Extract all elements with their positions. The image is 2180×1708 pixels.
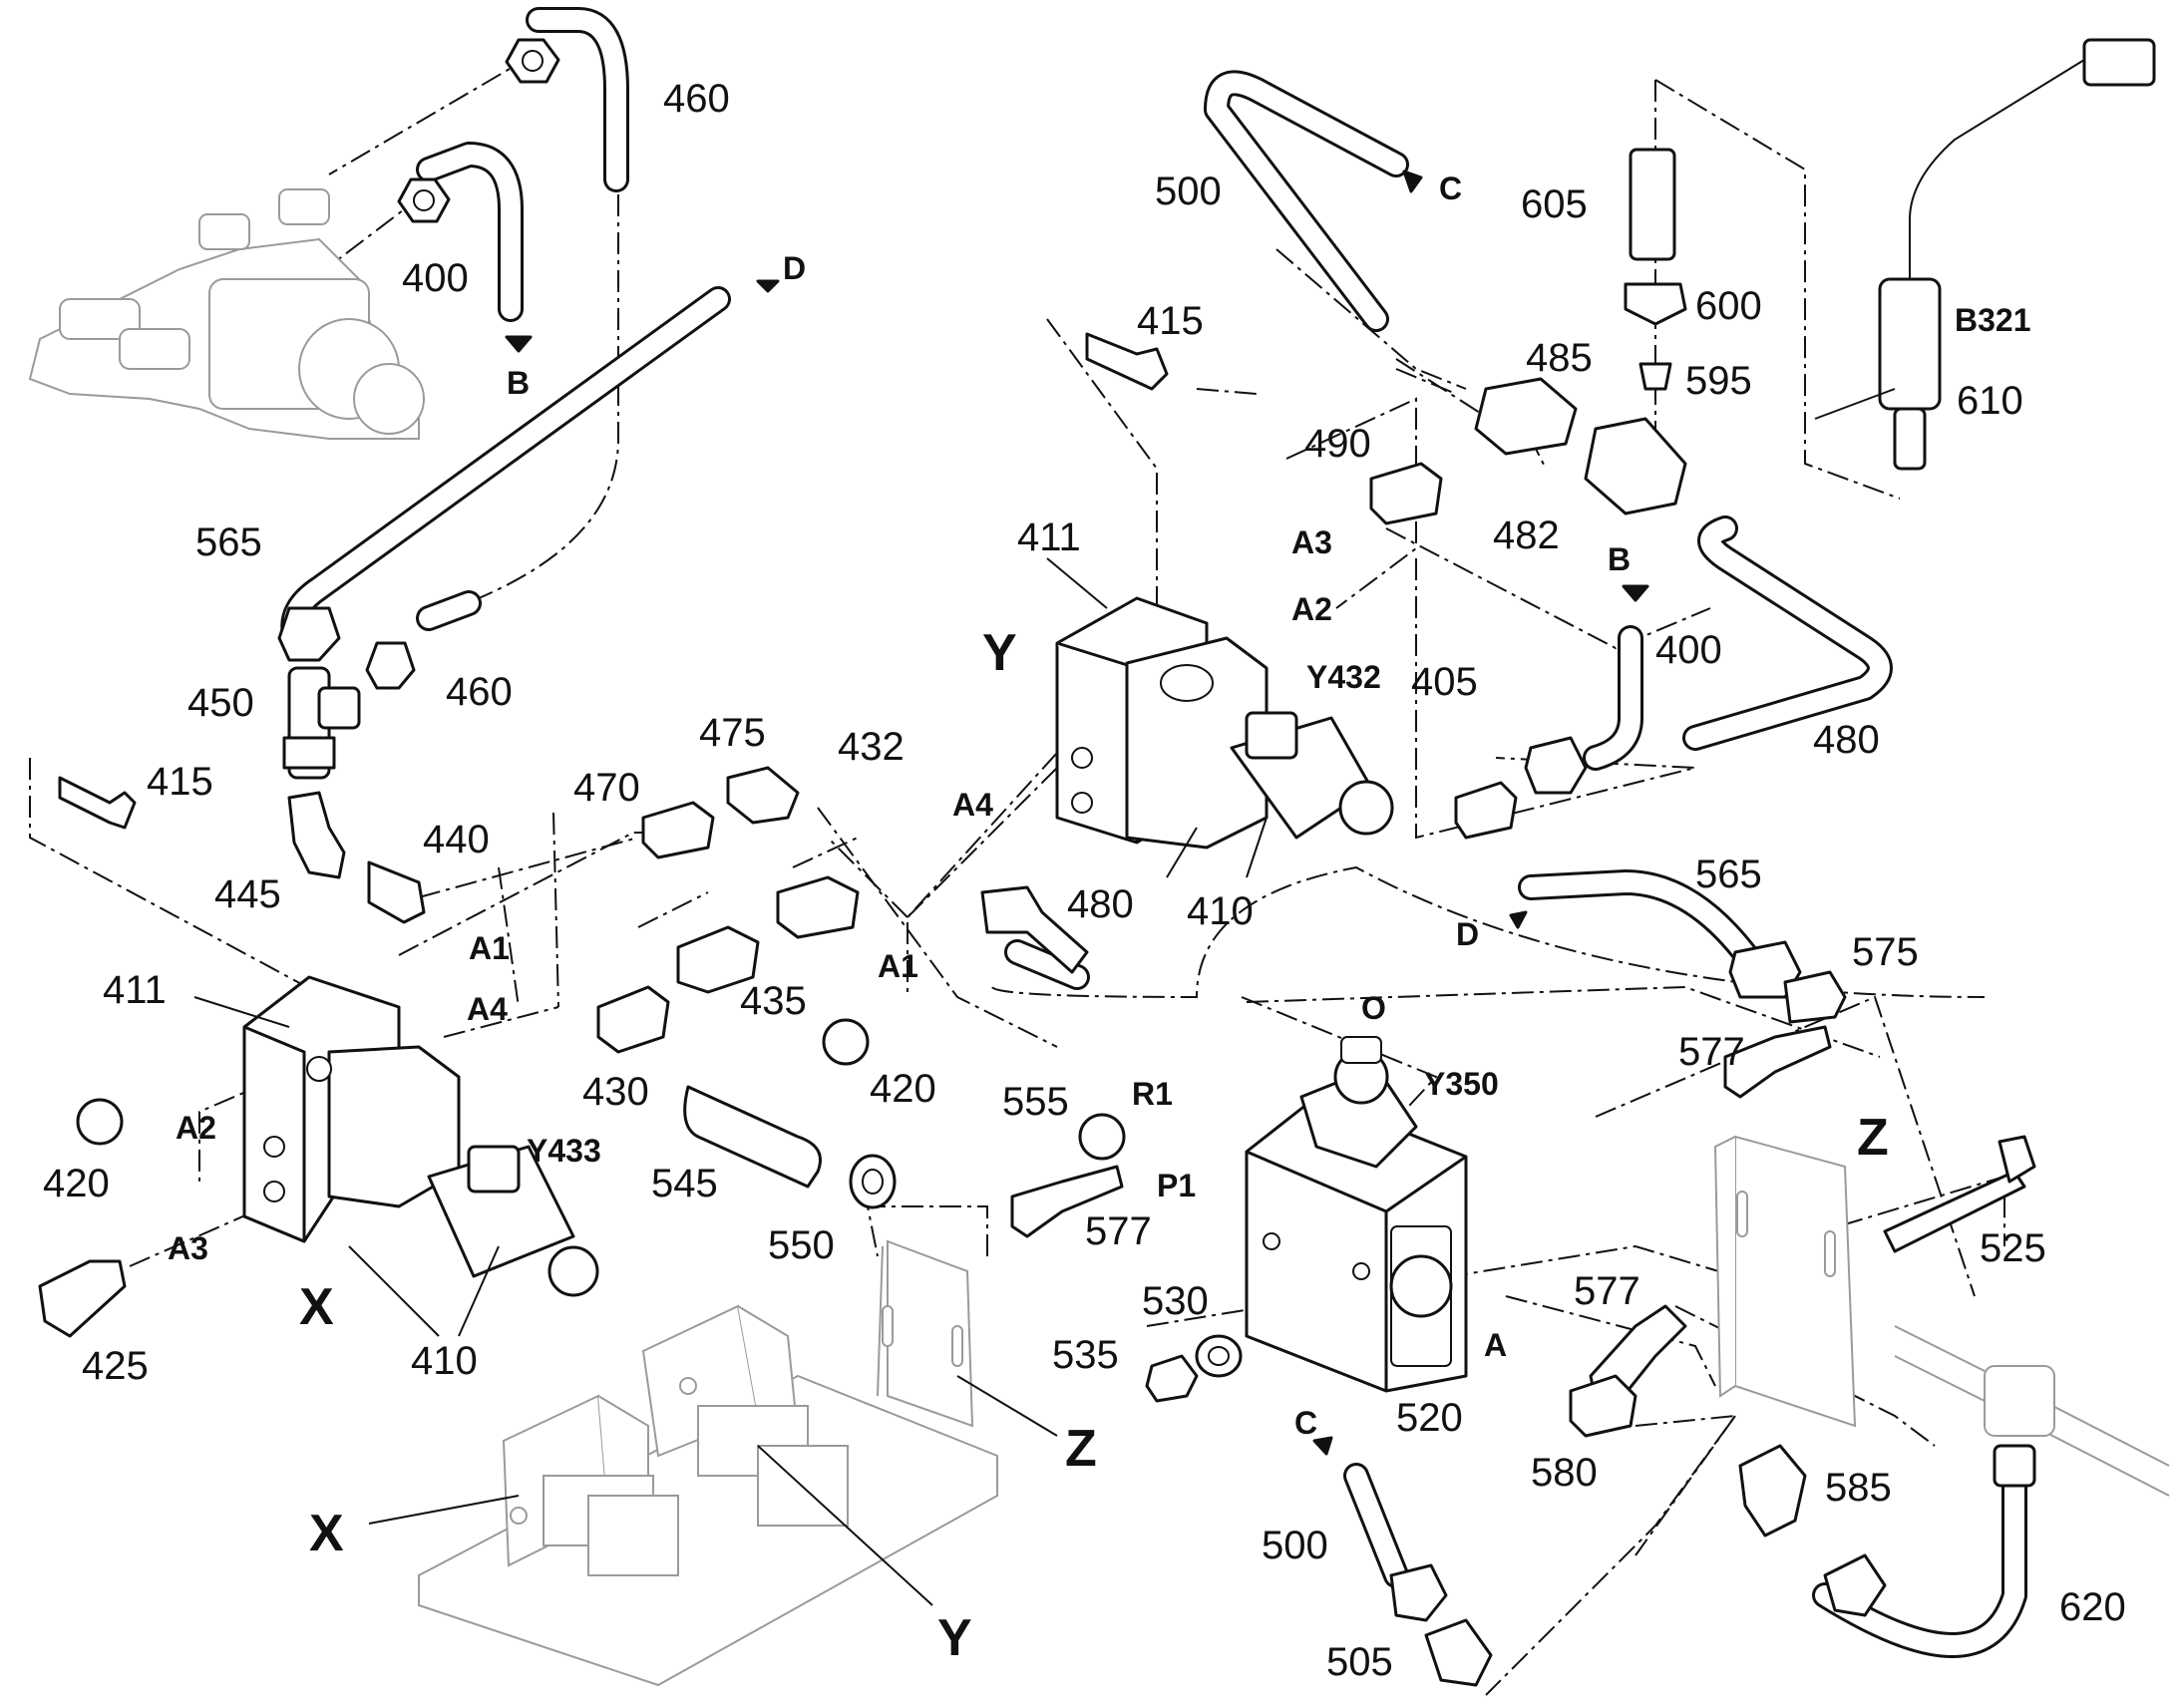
label-y433: Y433 [527,1133,601,1169]
arrow-label-d-upper: D [783,250,806,286]
label-420-left: 420 [43,1162,110,1205]
label-430: 430 [582,1070,649,1114]
arrow-label-b-left: B [507,365,530,401]
label-520: 520 [1396,1396,1463,1440]
label-475: 475 [699,711,766,755]
port-label-a4-right: A4 [952,787,993,823]
label-550: 550 [768,1223,835,1267]
label-565-right: 565 [1695,853,1762,896]
ghost-bracket-bottom [877,1239,974,1428]
arrow-label-c-lower: C [1294,1405,1317,1441]
label-y350: Y350 [1424,1066,1499,1102]
label-470: 470 [573,766,640,810]
label-432: 432 [838,725,905,769]
label-605: 605 [1521,182,1588,226]
leader-lines [29,54,2005,1696]
part-number-labels: 460 400 565 460 450 415 445 440 470 475 … [43,77,2126,1684]
parts [38,38,2156,1687]
arrow-label-d-lower: D [1456,916,1479,952]
label-482: 482 [1493,513,1560,557]
label-530: 530 [1142,1279,1209,1323]
label-445: 445 [214,872,281,916]
label-600: 600 [1695,284,1762,328]
valve-assembly-520 [1245,1036,1468,1393]
label-411-left: 411 [103,968,167,1012]
label-b321: B321 [1955,302,2031,338]
label-490: 490 [1304,422,1371,466]
assembly-label-y: Y [982,624,1017,682]
label-460-lower: 460 [446,670,513,714]
valve-assembly-y [1055,596,1394,850]
label-415-right: 415 [1137,299,1204,343]
port-label-a4-left: A4 [467,991,508,1027]
label-500-upper: 500 [1155,170,1222,213]
label-405: 405 [1411,660,1478,704]
ghost-valve-assembly [28,188,425,440]
port-label-a3-right: A3 [1291,524,1332,560]
port-label-a1-right: A1 [878,948,918,984]
valve-assembly-x [242,975,599,1297]
label-500-lower: 500 [1262,1524,1328,1567]
port-label-r1: R1 [1132,1076,1173,1112]
label-480-right: 480 [1813,718,1880,762]
label-411-right: 411 [1017,515,1081,559]
overview-label-x: X [309,1505,344,1562]
label-505: 505 [1326,1640,1393,1684]
ghost-bracket-z [1713,1135,1857,1428]
overview-label-z: Z [1065,1420,1097,1478]
label-425: 425 [82,1344,149,1388]
label-450: 450 [187,681,254,725]
port-label-a2-left: A2 [176,1110,216,1146]
port-label-o: O [1361,990,1386,1026]
arrow-label-b-right: B [1608,541,1631,577]
port-label-a2-right: A2 [1291,591,1332,627]
label-485: 485 [1526,336,1593,380]
label-577-right-lower: 577 [1574,1269,1640,1313]
label-585: 585 [1825,1466,1892,1510]
flow-arrows [505,170,1649,1456]
label-460-upper: 460 [663,77,730,121]
label-545: 545 [651,1162,718,1205]
port-labels: A1 A4 A2 A3 A3 A2 A4 A1 R1 P1 O A B B C … [168,171,1631,1441]
arrow-label-c-upper: C [1439,171,1462,206]
label-610: 610 [1957,379,2023,423]
label-420-center: 420 [870,1067,936,1111]
label-620: 620 [2059,1585,2126,1629]
component-labels: Y432 Y433 Y350 B321 [527,302,2031,1169]
ghost-tee-620 [1894,1325,2170,1497]
label-440: 440 [423,818,490,861]
label-565-left: 565 [195,520,262,564]
assembly-label-x: X [299,1278,334,1336]
assembly-labels: X Y Z X Y Z [299,624,1889,1667]
label-410-left: 410 [411,1339,478,1383]
overview-label-y: Y [937,1609,972,1667]
label-410-right: 410 [1187,889,1254,933]
overview-leaders [193,388,1896,1606]
label-535: 535 [1052,1333,1119,1377]
assembly-label-z: Z [1857,1109,1889,1167]
overview-assembly [418,1304,998,1687]
label-y432: Y432 [1306,659,1381,695]
label-415-left: 415 [147,760,213,804]
label-400-left: 400 [402,256,469,300]
port-label-p1: P1 [1157,1168,1196,1203]
port-label-a3-left: A3 [168,1230,208,1266]
label-575: 575 [1852,930,1919,974]
label-400-right: 400 [1655,628,1722,672]
port-label-a: A [1484,1327,1507,1363]
label-480-center: 480 [1067,882,1134,926]
label-525: 525 [1980,1226,2046,1270]
label-555: 555 [1002,1080,1069,1124]
label-435: 435 [740,979,807,1023]
port-label-a1-left: A1 [469,930,510,966]
label-595: 595 [1685,359,1752,403]
label-577-center: 577 [1085,1209,1152,1253]
label-580: 580 [1531,1451,1598,1495]
label-577-right-upper: 577 [1678,1030,1745,1074]
